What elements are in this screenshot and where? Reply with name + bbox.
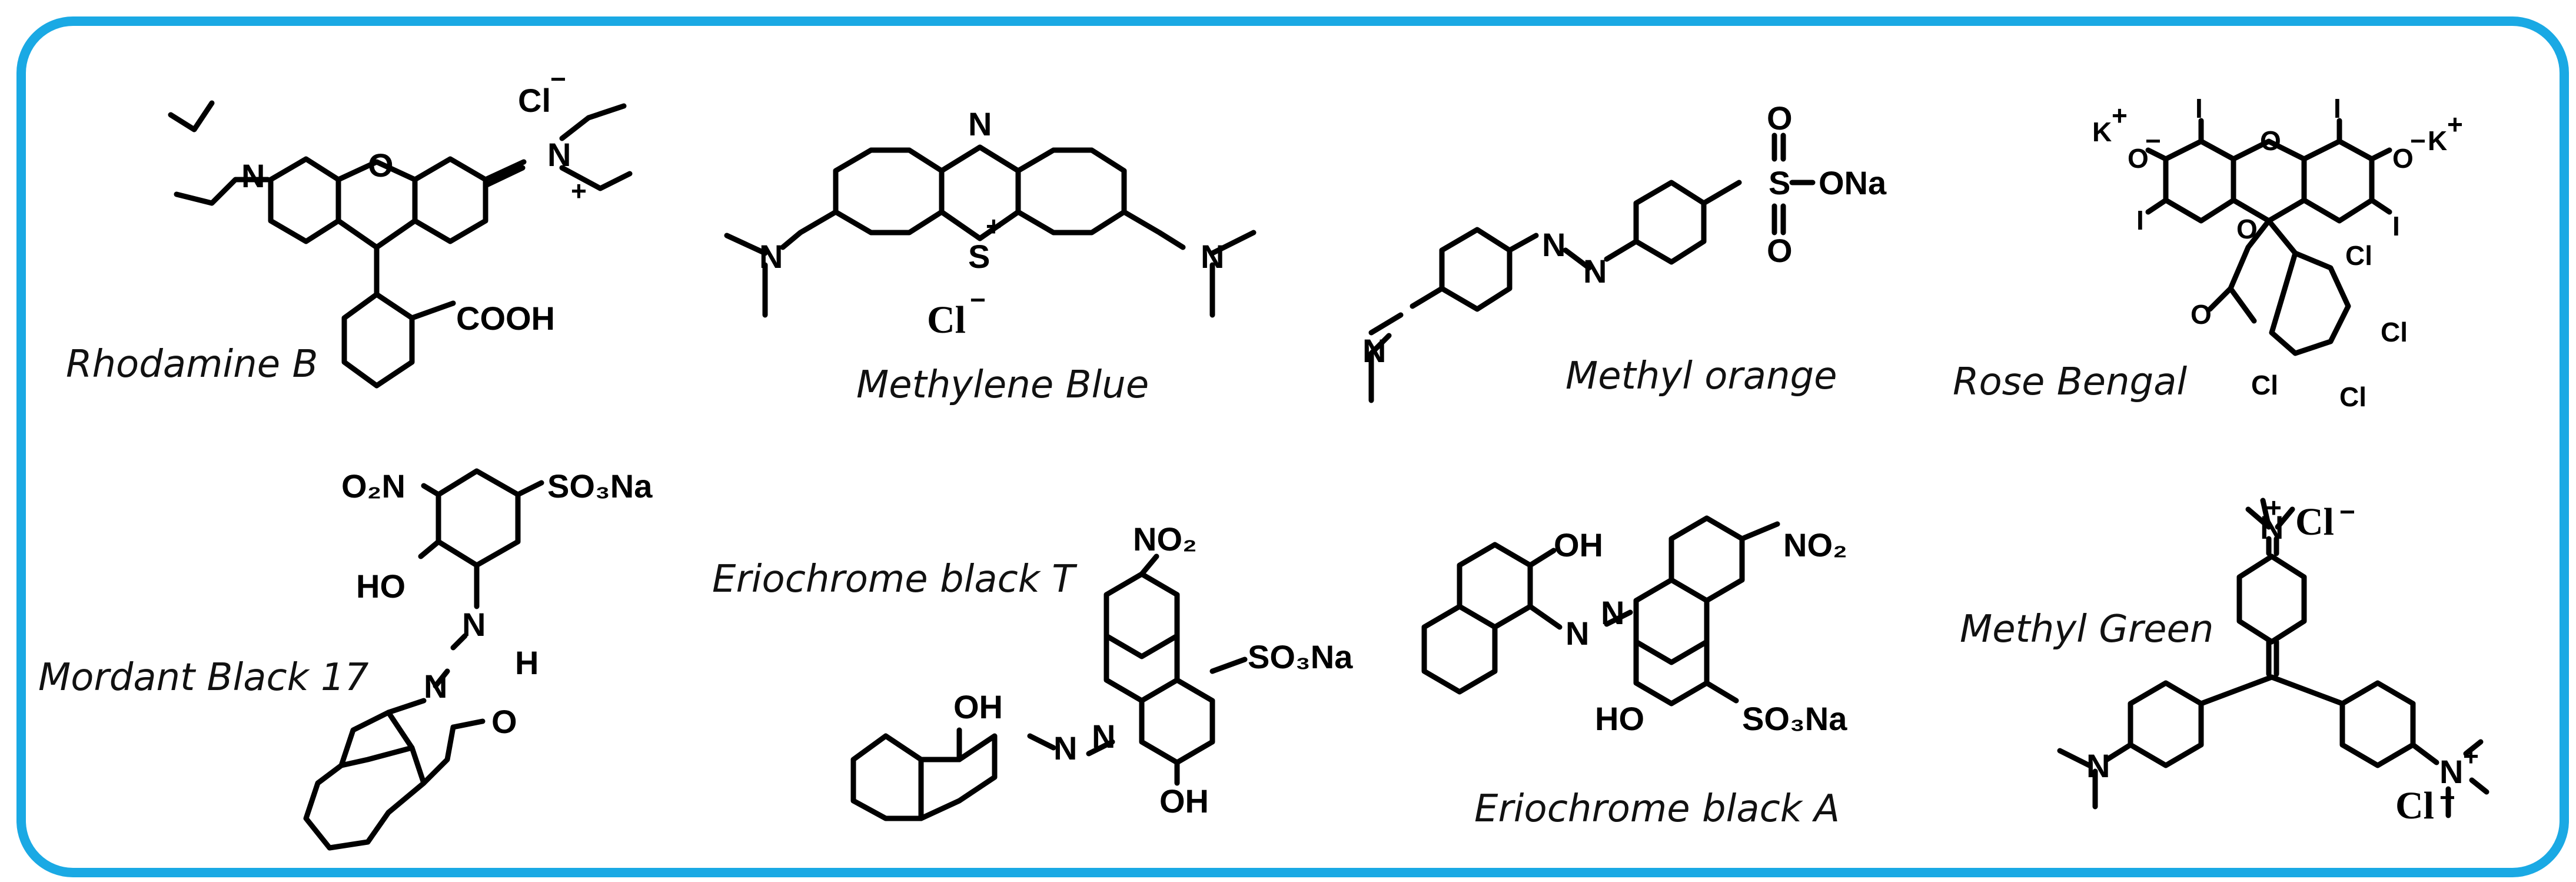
rose-bengal-i-4: I [2392,211,2400,241]
mordant-black-17-o2n: O₂N [341,467,405,505]
methyl-green-n-left: N [2086,747,2110,784]
methyl-orange-name: Methyl orange [1565,354,1837,398]
methyl-orange-o-bottom: O [1767,232,1793,269]
rose-bengal-cl-4: Cl [2251,370,2278,400]
rose-bengal-k-left: K [2092,117,2112,147]
methyl-green-bonds [2057,498,2489,818]
eriochrome-black-a-bonds [1421,515,1780,707]
rose-bengal-i-2: I [2334,93,2341,124]
rhodamine-b-minus: − [550,64,566,94]
mordant-black-17-h: H [515,644,539,681]
rose-bengal-k-left-plus: + [2112,100,2128,131]
rhodamine-b-o: O [368,147,394,184]
blue-rounded-frame [16,16,2569,877]
eriochrome-black-t-name: Eriochrome black T [712,558,1078,601]
eriochrome-black-t-n1: N [1053,730,1077,767]
methyl-green-name: Methyl Green [1960,608,2213,651]
rose-bengal-cl-2: Cl [2381,317,2408,347]
rose-bengal-cl-1: Cl [2345,240,2372,271]
rose-bengal-bonds [2145,118,2392,356]
methyl-green-n-top: N [2260,509,2284,546]
rose-bengal-i-1: I [2195,93,2203,124]
rose-bengal-k-right-plus: + [2447,109,2463,140]
eriochrome-black-t-bonds [850,553,1248,821]
mordant-black-17-bonds [303,468,544,851]
eriochrome-black-a-oh: OH [1554,526,1603,563]
eriochrome-black-t: NO₂ SO₃Na OH N N OH Eriochrome black T [712,520,1353,821]
rose-bengal-o-right-minus: − [2410,125,2426,156]
methyl-green: N + Cl − N N + Cl − Methyl Green [1960,492,2489,827]
rose-bengal-o-right: O [2392,143,2414,174]
mordant-black-17-n1: N [462,606,486,643]
methyl-green-cl-bottom-minus: − [2439,782,2455,813]
eriochrome-black-t-n2: N [1092,718,1115,755]
eriochrome-black-a-n2: N [1601,594,1624,631]
methylene-blue: N S + N N Cl − Methylene Blue [724,105,1257,407]
methyl-green-cl-bottom: Cl [2395,784,2434,827]
mordant-black-17-so3na: SO₃Na [547,467,653,505]
eriochrome-black-a-so3na: SO₃Na [1742,700,1847,737]
methyl-green-n-right-plus: + [2463,741,2479,771]
methylene-blue-cl: Cl [927,299,966,341]
rose-bengal-o-carbonyl: O [2191,299,2212,330]
rose-bengal-o-left: O [2128,143,2149,174]
mordant-black-17-name: Mordant Black 17 [38,656,369,699]
methylene-blue-n-top: N [968,105,992,142]
eriochrome-black-t-oh-top: OH [953,688,1003,725]
rose-bengal-o-lactone: O [2236,214,2258,244]
mordant-black-17-ho: HO [356,568,405,605]
methyl-orange-ona: ONa [1819,164,1887,201]
eriochrome-black-t-so3na: SO₃Na [1248,638,1353,675]
rhodamine-b-bonds [168,100,633,389]
methyl-orange: N N N S O O ONa Methyl orange [1362,100,1887,403]
methylene-blue-bonds [724,144,1257,318]
methylene-blue-s: S [968,238,990,275]
methylene-blue-n-left: N [759,238,783,275]
rhodamine-b-name: Rhodamine B [66,343,318,386]
eriochrome-black-a: OH NO₂ N N HO SO₃Na Eriochrome black A [1421,515,1847,831]
methylene-blue-n-right: N [1201,238,1224,275]
methyl-orange-n-amine: N [1362,332,1386,369]
rhodamine-b-cl: Cl [518,82,551,119]
rose-bengal-o-left-minus: − [2145,125,2161,156]
methylene-blue-minus: − [970,284,986,315]
rose-bengal-cl-3: Cl [2339,382,2366,412]
rose-bengal-k-right: K [2428,125,2447,156]
methylene-blue-name: Methylene Blue [856,363,1149,407]
rhodamine-b-n-right: N [547,136,571,173]
methyl-orange-o-top: O [1767,100,1793,137]
methyl-orange-n1: N [1542,226,1565,263]
rhodamine-b: N O N + Cl − COOH Rhodamine B [66,64,633,389]
rhodamine-b-cooh: COOH [456,300,555,337]
rose-bengal-i-3: I [2136,205,2144,236]
eriochrome-black-a-ho: HO [1595,700,1644,737]
methyl-orange-bonds [1368,132,1816,403]
methyl-orange-n2: N [1583,253,1607,290]
eriochrome-black-a-name: Eriochrome black A [1474,787,1840,831]
eriochrome-black-t-no2: NO₂ [1133,520,1197,558]
methyl-green-cl-top: Cl [2295,500,2334,543]
eriochrome-black-a-no2: NO₂ [1783,526,1847,563]
rose-bengal-name: Rose Bengal [1953,360,2187,404]
methyl-green-n-top-plus: + [2266,492,2282,523]
eriochrome-black-a-n1: N [1565,615,1589,652]
methylene-blue-plus: + [986,211,1002,241]
methyl-orange-s: S [1769,164,1790,201]
mordant-black-17-n2: N [424,668,447,705]
eriochrome-black-t-oh-bottom: OH [1159,782,1209,820]
mordant-black-17: O₂N SO₃Na HO N H N O Mordant Black 17 [38,467,653,851]
rhodamine-b-plus: + [571,175,587,206]
methyl-green-n-right: N [2439,753,2463,790]
mordant-black-17-o: O [491,703,517,740]
methyl-green-cl-top-minus: − [2339,496,2355,527]
rose-bengal-o-ring: O [2260,125,2281,156]
rhodamine-b-n-left: N [241,157,265,194]
rose-bengal: K + O − I O I O − K + I I O O Cl Cl Cl C… [1953,93,2463,412]
